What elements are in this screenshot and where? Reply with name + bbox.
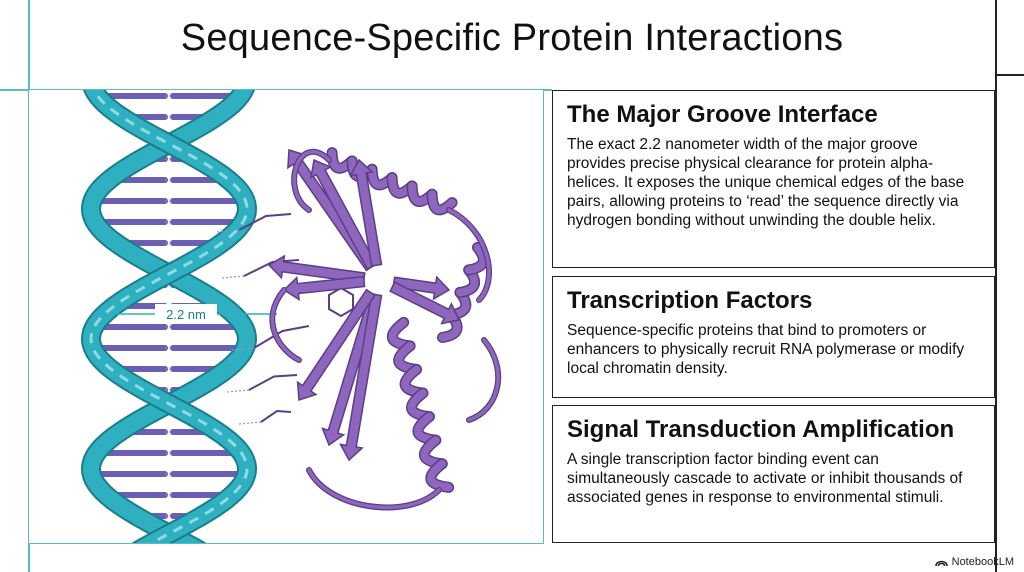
amino-acid-side-chain	[260, 409, 292, 423]
card-body: A single transcription factor binding ev…	[567, 451, 963, 506]
aromatic-ring	[328, 286, 354, 318]
frame-line-right	[995, 0, 997, 572]
card-major-groove: The Major Groove Interface The exact 2.2…	[552, 90, 995, 268]
beta-strand	[310, 158, 378, 271]
card-heading: Transcription Factors	[567, 287, 813, 314]
amino-acid-side-chain	[248, 374, 298, 391]
amino-acid-side-chain	[243, 259, 300, 277]
amino-acid-side-chain	[238, 213, 292, 231]
card-signal-transduction: Signal Transduction Amplification A sing…	[552, 405, 995, 543]
measurement-label-bg	[155, 304, 217, 324]
beta-strand	[282, 275, 366, 301]
beta-strand	[296, 288, 376, 402]
alpha-helix	[426, 459, 453, 492]
protein-loop	[292, 150, 331, 212]
card-body: Sequence-specific proteins that bind to …	[567, 322, 965, 377]
hydrogen-bond	[226, 389, 250, 393]
watermark-text: NotebookLM	[951, 556, 1014, 568]
card-heading: Signal Transduction Amplification	[567, 416, 955, 443]
dna-protein-diagram: 2.2 nm	[28, 89, 544, 544]
beta-strand	[349, 158, 383, 267]
amino-acid-side-chain	[253, 325, 310, 349]
dna-backbone-highlight	[89, 90, 249, 543]
alpha-helix	[464, 243, 488, 274]
protein-loop	[307, 468, 441, 510]
hydrogen-bond	[221, 275, 245, 279]
measurement-label: 2.2 nm	[166, 307, 206, 322]
card-body: The exact 2.2 nanometer width of the maj…	[567, 136, 965, 229]
card-heading: The Major Groove Interface	[567, 101, 878, 128]
frame-line-right-tick	[995, 74, 1024, 76]
beta-strand	[389, 281, 461, 325]
dna-backbone-strand	[82, 90, 256, 543]
watermark: NotebookLM	[934, 556, 1014, 568]
alpha-helix	[428, 190, 457, 214]
page-title: Sequence-Specific Protein Interactions	[180, 17, 844, 59]
beta-strand	[392, 275, 451, 301]
card-transcription-factors: Transcription Factors Sequence-specific …	[552, 276, 995, 398]
hydrogen-bond	[238, 421, 262, 425]
protein-loop	[447, 208, 491, 302]
protein-loop	[270, 288, 301, 362]
beta-strand	[339, 293, 383, 462]
protein-loop	[467, 338, 500, 422]
dna-protein-illustration: 2.2 nm	[80, 90, 502, 543]
notebooklm-logo-icon	[934, 560, 948, 567]
